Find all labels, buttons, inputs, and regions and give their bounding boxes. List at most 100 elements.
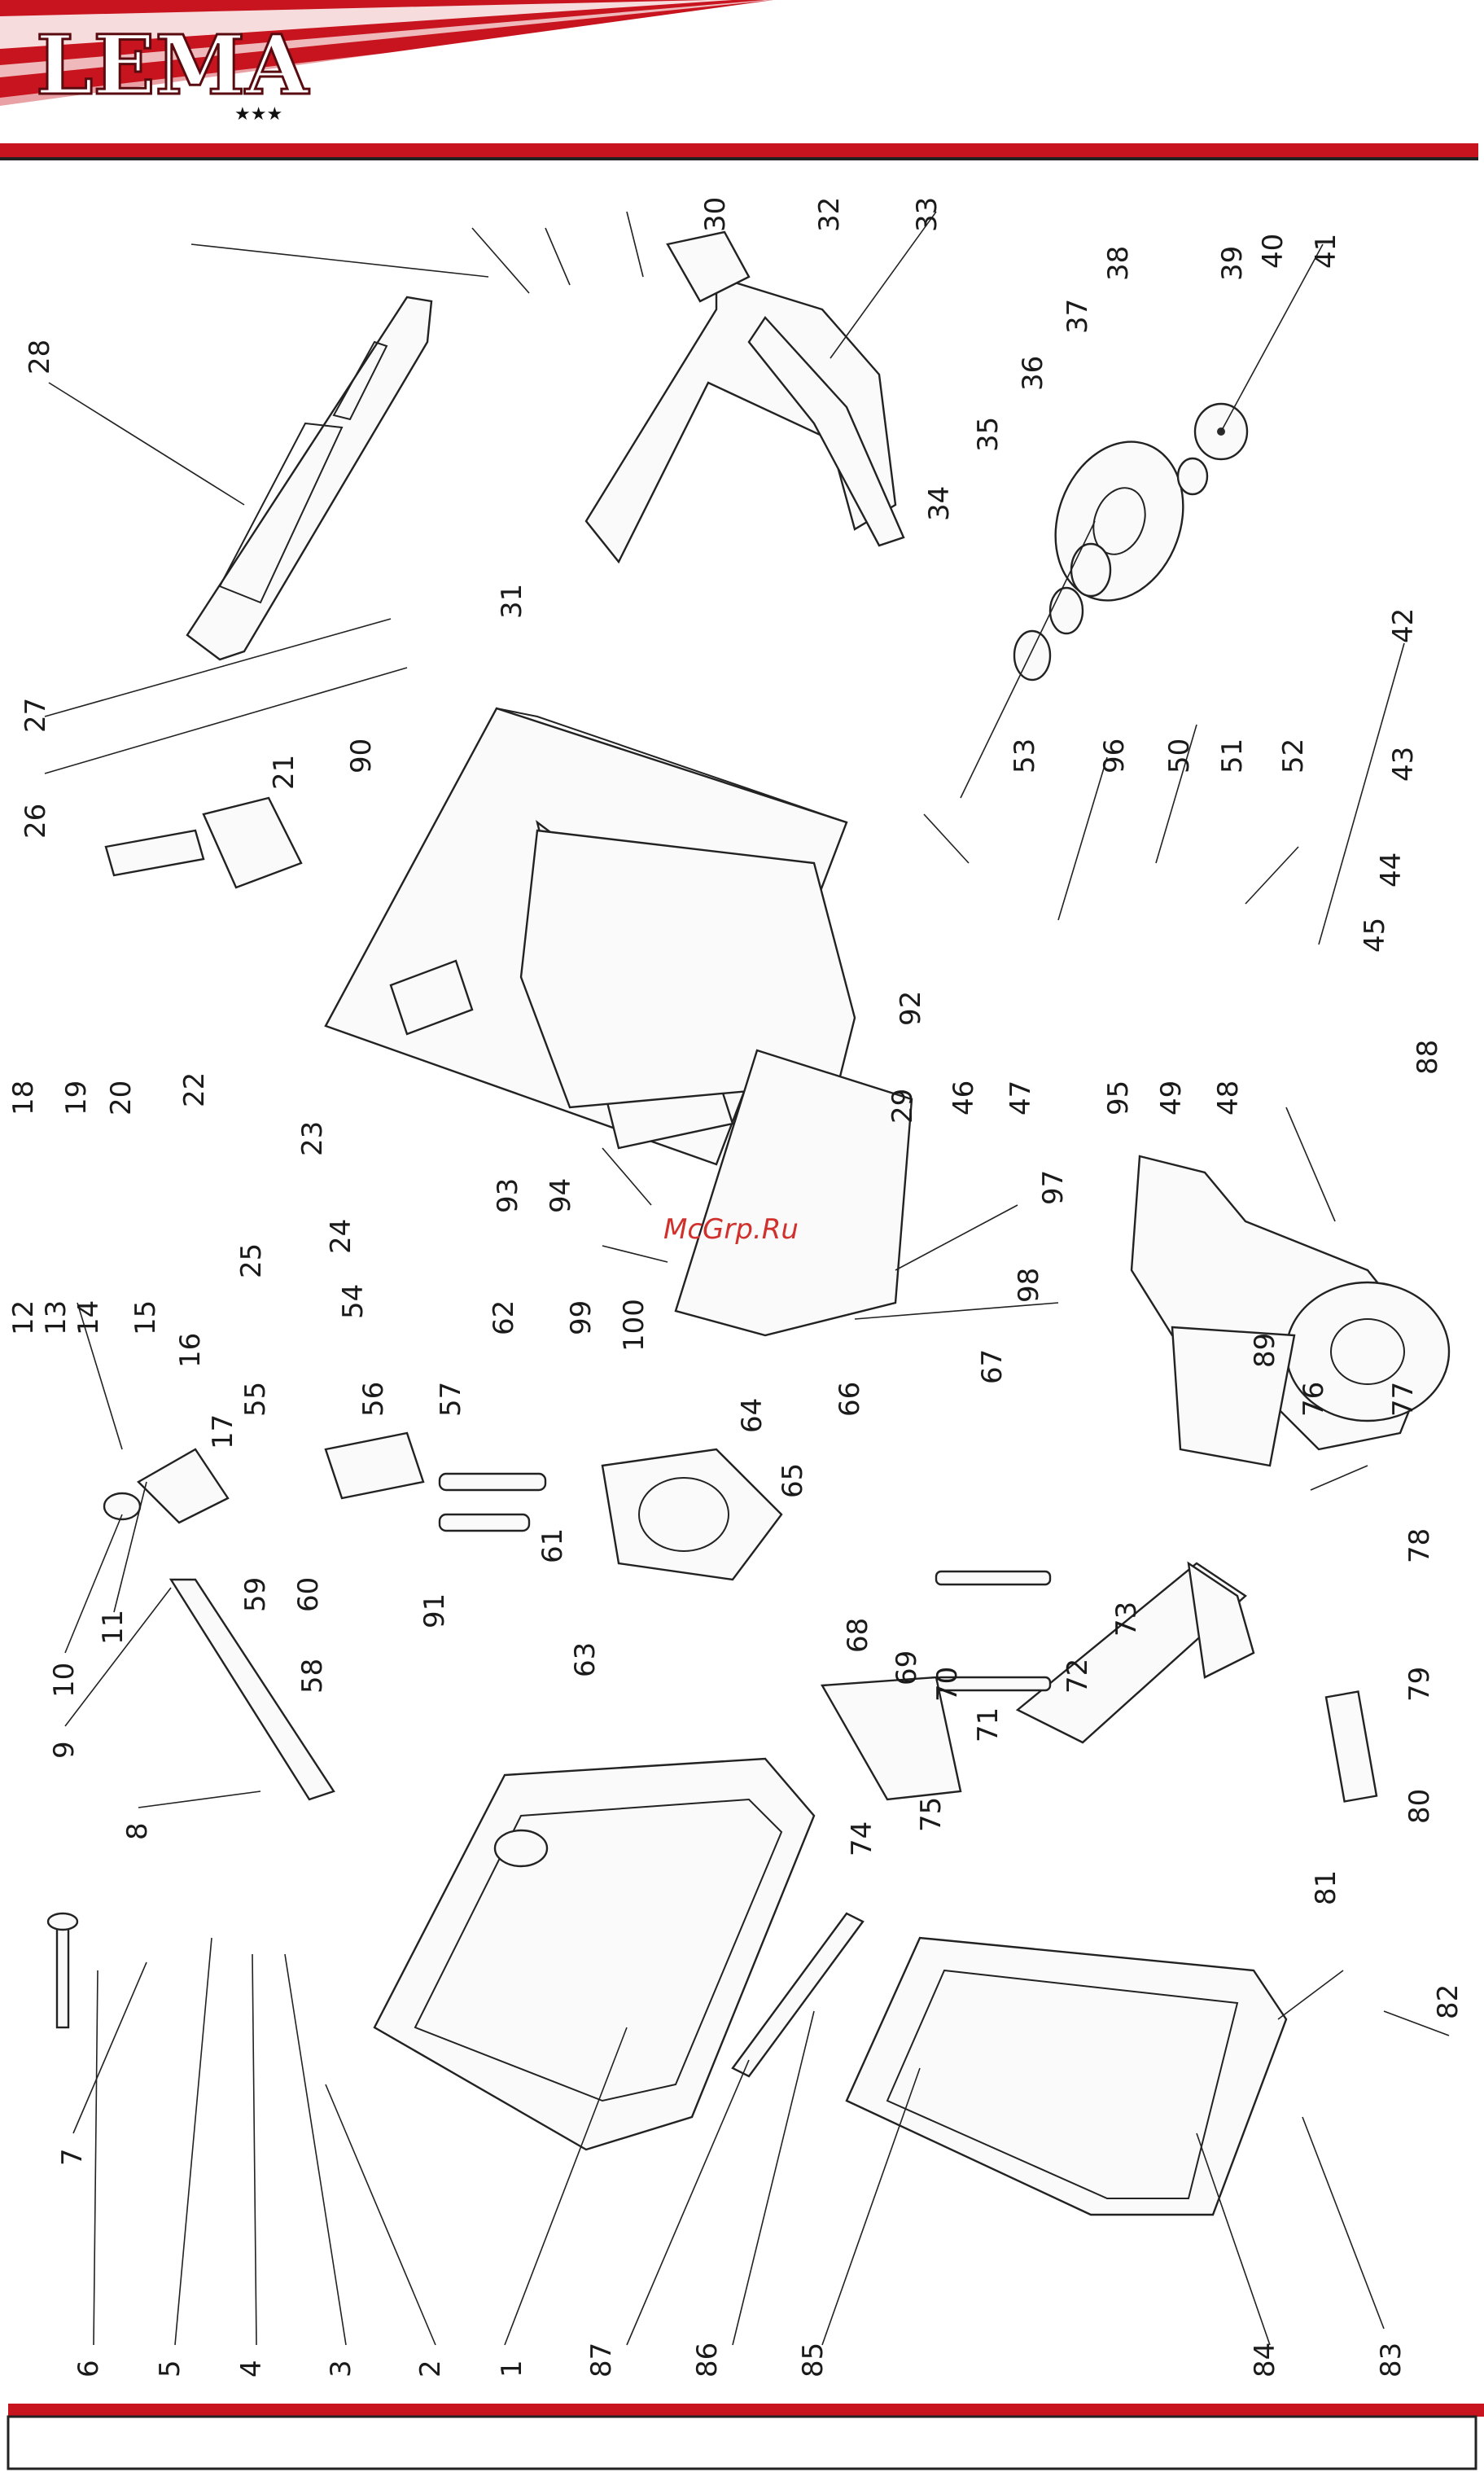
callout-75-a: 75 [915,1797,948,1832]
callout-9: 9 [48,1741,81,1759]
callout-76: 76 [1298,1382,1330,1417]
callout-98: 98 [1013,1268,1045,1303]
callout-53: 53 [1009,739,1041,774]
callout-56: 56 [357,1382,390,1417]
callout-94: 94 [545,1178,577,1213]
callout-55-a: 55 [239,1382,272,1417]
footer-frame [7,2404,1484,2470]
callout-92: 92 [895,991,927,1026]
callout-52: 52 [1277,739,1310,774]
callout-15-a: 15 [129,1300,162,1335]
callout-59: 59 [239,1577,272,1612]
callout-95: 95 [1102,1080,1135,1115]
callout-18: 18 [7,1080,40,1115]
callout-25: 25 [235,1243,268,1278]
callout-28: 28 [24,340,56,375]
callout-62-a: 62 [488,1300,520,1335]
callout-7: 7 [56,2148,89,2166]
callout-27: 27 [20,698,52,733]
callout-39: 39 [1216,246,1249,281]
callout-44: 44 [1375,852,1407,888]
callout-19: 19 [60,1080,93,1115]
callout-93: 93 [492,1178,524,1213]
callout-86: 86 [691,2343,724,2378]
callout-48: 48 [1212,1080,1245,1115]
callout-5: 5 [154,2360,186,2378]
callout-30-a: 30 [699,197,732,232]
callout-21-a: 21 [268,755,300,790]
callout-87: 87 [585,2343,618,2378]
callout-100: 100 [618,1299,650,1352]
callout-20: 20 [105,1080,138,1115]
callout-12-a: 12 [7,1300,40,1335]
callout-47: 47 [1005,1080,1037,1115]
callout-38: 38 [1102,246,1135,281]
callout-32: 32 [813,197,846,232]
header-rule [0,143,1478,158]
callout-69-a: 69 [891,1650,923,1685]
callout-99: 99 [565,1300,598,1335]
callout-68: 68 [842,1618,874,1653]
callout-10-a: 10 [48,1663,81,1698]
callout-70: 70 [931,1667,964,1702]
callout-49: 49 [1155,1080,1188,1115]
callout-2: 2 [414,2360,447,2378]
callout-71-a: 71 [972,1707,1005,1742]
callout-84: 84 [1249,2343,1281,2378]
callout-57: 57 [435,1382,467,1417]
callout-72: 72 [1062,1659,1094,1694]
callout-1: 1 [496,2360,528,2378]
callout-14-a: 14 [72,1300,105,1335]
callout-4: 4 [235,2360,268,2378]
callout-37: 37 [1062,299,1094,334]
callout-67: 67 [976,1349,1009,1384]
callout-35: 35 [972,417,1005,452]
brand-stars: ★★★ [234,104,282,125]
callout-74: 74 [846,1821,878,1856]
callout-40: 40 [1257,234,1289,269]
callout-31: 31 [496,584,528,619]
brand-logo: LEMA [36,17,309,113]
callout-43: 43 [1387,747,1420,782]
callout-63: 63 [569,1642,602,1677]
callout-88: 88 [1412,1040,1444,1075]
callout-42: 42 [1387,608,1420,643]
callout-22: 22 [178,1072,211,1107]
callout-80: 80 [1403,1789,1436,1824]
callout-66: 66 [834,1382,866,1417]
callout-50-a: 50 [1163,739,1196,774]
callout-65-a: 65 [777,1463,809,1498]
callout-26: 26 [20,804,52,839]
callout-3: 3 [325,2360,357,2378]
diagram-parts [46,230,1451,2216]
callout-51: 51 [1216,739,1249,774]
callout-61-a: 61 [536,1528,569,1563]
callout-83: 83 [1375,2343,1407,2378]
callout-46-a: 46 [948,1080,980,1115]
callout-41: 41 [1310,234,1342,269]
callout-6: 6 [72,2360,105,2378]
callout-96: 96 [1098,739,1131,774]
callout-labels: 1 2 3 4 5 6 7 8 9 10 11 12 13 14 15 16 1… [7,197,1464,2378]
watermark: McGrp.Ru [663,1213,799,1246]
callout-29: 29 [886,1089,919,1124]
header-banner [0,0,1478,160]
callout-91: 91 [418,1593,451,1628]
callout-90-a: 90 [345,739,378,774]
callout-64: 64 [736,1398,768,1433]
callout-79: 79 [1403,1667,1436,1702]
callout-82: 82 [1432,1984,1464,2019]
callout-17: 17 [207,1414,239,1449]
callout-58: 58 [296,1659,329,1694]
callout-77: 77 [1387,1382,1420,1417]
callout-45: 45 [1359,918,1391,953]
callout-8: 8 [121,1822,154,1840]
callout-34: 34 [923,486,956,521]
callout-89: 89 [1249,1333,1281,1368]
callout-81: 81 [1310,1870,1342,1905]
callout-60: 60 [292,1577,325,1612]
callout-13-a: 13 [40,1300,72,1335]
callout-85: 85 [797,2343,830,2378]
callout-24: 24 [325,1219,357,1254]
